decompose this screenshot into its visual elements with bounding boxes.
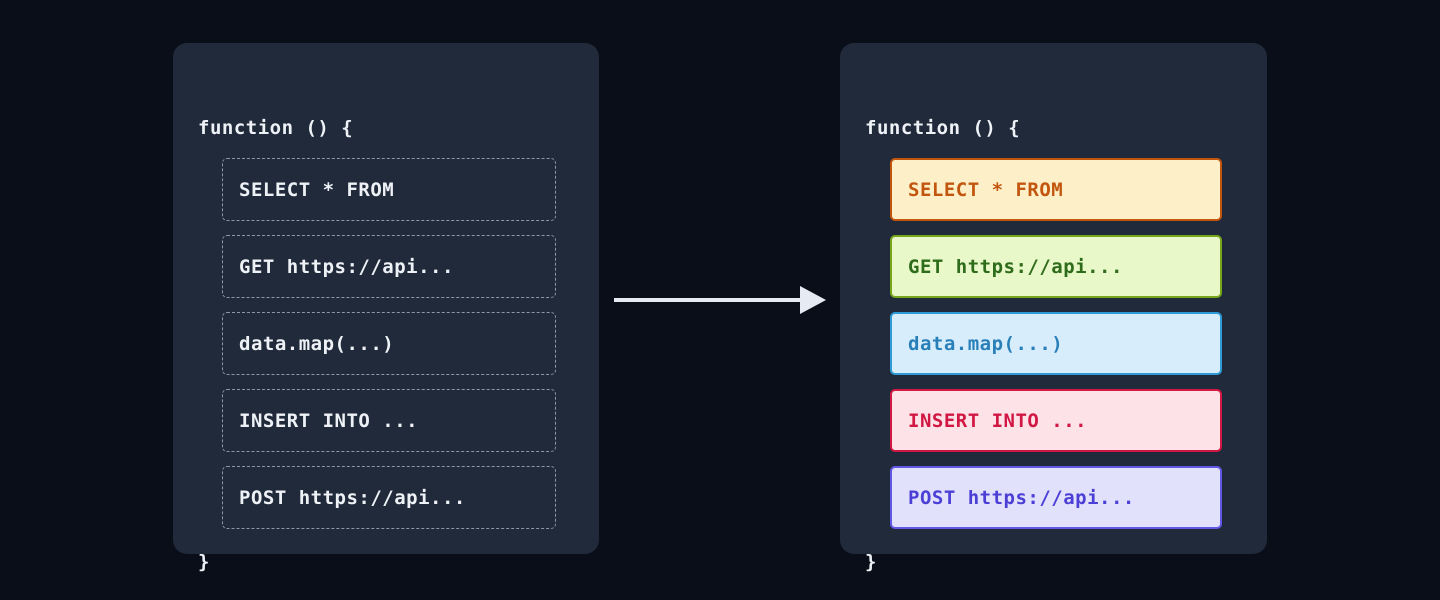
- after-code-panel: function () { SELECT * FROM GET https://a…: [840, 43, 1267, 573]
- after-statement-list: SELECT * FROM GET https://api... data.map(…: [890, 158, 1222, 529]
- before-function-footer: }: [198, 551, 210, 573]
- before-statement-row[interactable]: POST https://api...: [222, 466, 556, 529]
- after-statement-row-http-get[interactable]: GET https://api...: [890, 235, 1222, 298]
- after-function-footer: }: [865, 551, 877, 573]
- transform-arrow: [614, 282, 826, 318]
- before-statement-list: SELECT * FROM GET https://api... data.map(…: [222, 158, 556, 529]
- after-statement-row-http-post[interactable]: POST https://api...: [890, 466, 1222, 529]
- before-statement-row[interactable]: SELECT * FROM: [222, 158, 556, 221]
- before-function-header: function () {: [198, 117, 354, 139]
- after-statement-row-sql-insert[interactable]: INSERT INTO ...: [890, 389, 1222, 452]
- before-statement-row[interactable]: data.map(...): [222, 312, 556, 375]
- after-function-header: function () {: [865, 117, 1021, 139]
- before-code-panel: function () { SELECT * FROM GET https://a…: [173, 43, 599, 573]
- before-statement-row[interactable]: GET https://api...: [222, 235, 556, 298]
- before-statement-row[interactable]: INSERT INTO ...: [222, 389, 556, 452]
- after-statement-row-js-map[interactable]: data.map(...): [890, 312, 1222, 375]
- arrow-icon: [614, 286, 826, 314]
- after-statement-row-sql-select[interactable]: SELECT * FROM: [890, 158, 1222, 221]
